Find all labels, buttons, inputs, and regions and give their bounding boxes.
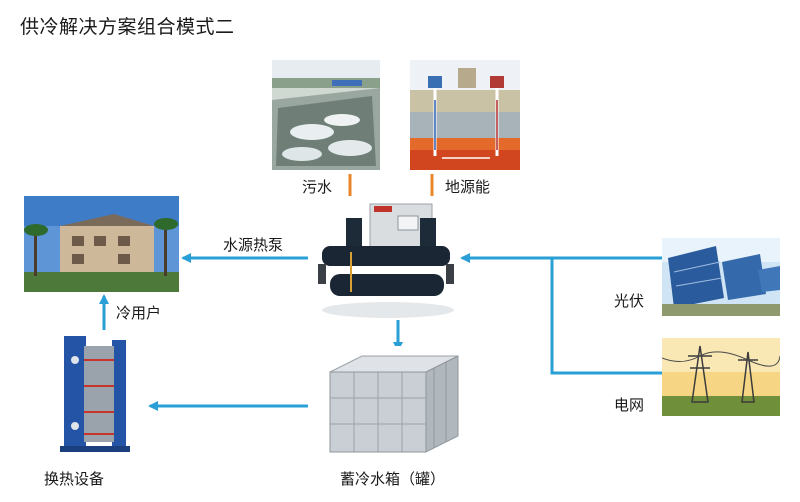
diagram-title: 供冷解决方案组合模式二 (20, 16, 235, 38)
label-pv: 光伏 (614, 292, 645, 310)
plate-heat-exchanger-image (56, 330, 134, 456)
label-heat-pump: 水源热泵 (223, 236, 284, 254)
label-heat-exchanger: 换热设备 (44, 470, 105, 488)
power-grid-image (662, 338, 780, 416)
label-cooling-user: 冷用户 (116, 304, 162, 322)
water-source-heat-pump-image (310, 196, 460, 320)
cooling-user-villa-image (24, 196, 179, 292)
label-storage-tank: 蓄冷水箱（罐） (340, 470, 446, 488)
sewage-treatment-image (272, 60, 380, 170)
label-geothermal: 地源能 (445, 178, 491, 196)
geothermal-diagram-image (410, 60, 520, 170)
photovoltaic-panels-image (662, 238, 780, 316)
cold-storage-tank-image (322, 346, 464, 456)
label-grid: 电网 (614, 396, 645, 414)
arrow-grid-line (550, 258, 662, 375)
label-sewage: 污水 (302, 178, 333, 196)
